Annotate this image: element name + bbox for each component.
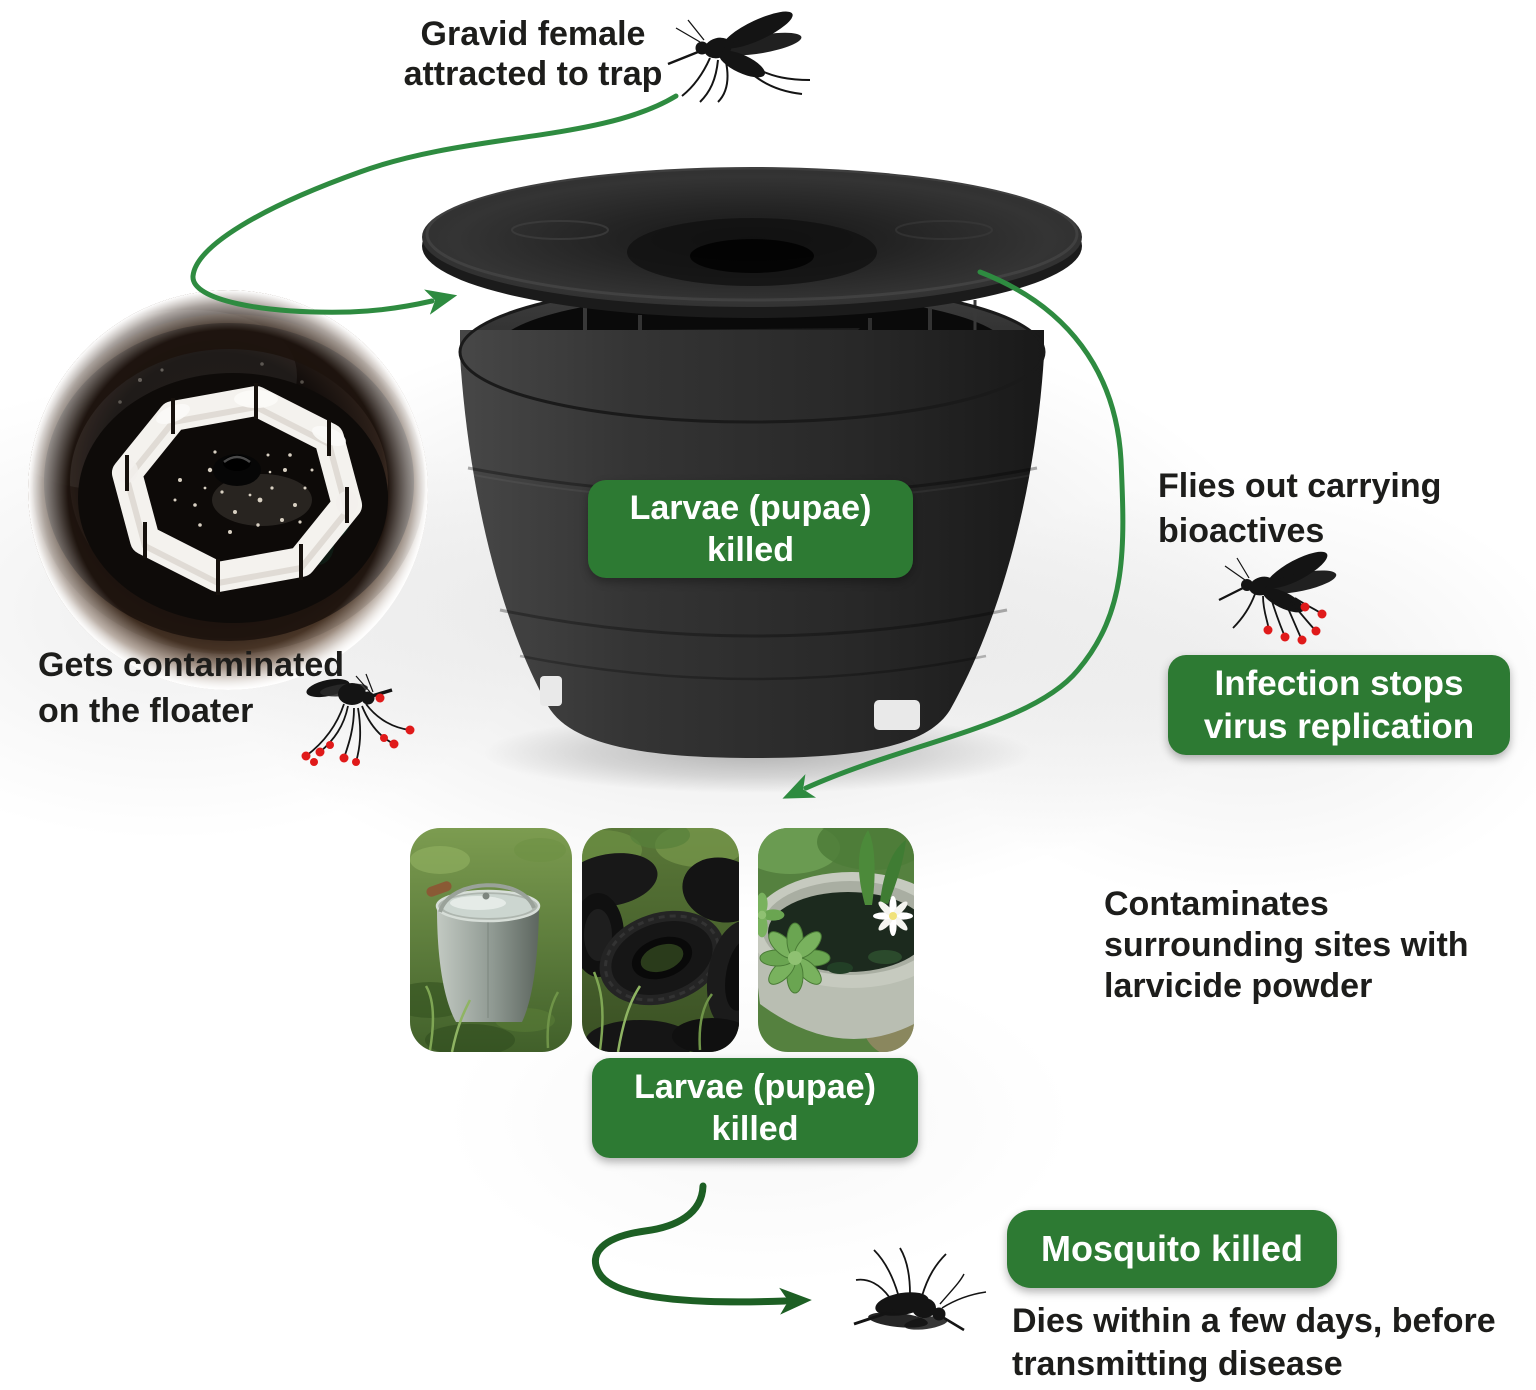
badge-line: Larvae (pupae) (634, 1068, 876, 1106)
caption-line: Contaminates (1104, 885, 1329, 923)
photo-tires (582, 828, 739, 1052)
caption-line: on the floater (38, 692, 254, 730)
arrow-attracted-to-trap (190, 93, 679, 315)
arrow-flies-out-to-sites (782, 269, 1126, 799)
caption-line: Gets contaminated (38, 646, 345, 684)
mosquito-carrying-bioactives-icon (1218, 551, 1337, 645)
floater-photo (28, 290, 428, 690)
caption-line: bioactives (1158, 512, 1325, 550)
caption-dies-within-days: Dies within a few days, before transmitt… (1012, 1300, 1496, 1386)
mosquito-flying-icon (667, 11, 811, 103)
badge-line: Mosquito killed (1040, 1228, 1303, 1269)
mosquito-contaminated-icon (301, 673, 415, 766)
caption-flies-out: Flies out carrying bioactives (1158, 464, 1441, 554)
mosquito-dead-icon (853, 1247, 987, 1332)
badge-mosquito-killed: Mosquito killed (1007, 1210, 1337, 1288)
badge-line: Larvae (pupae) (629, 489, 872, 527)
photo-plant-pot (758, 828, 914, 1052)
caption-line: attracted to trap (403, 55, 663, 93)
badge-line: virus replication (1203, 707, 1475, 746)
caption-line: Dies within a few days, before (1012, 1302, 1496, 1340)
badge-line: killed (711, 1110, 799, 1148)
badge-larvae-killed-trap: Larvae (pupae) killed (588, 480, 913, 578)
caption-line: surrounding sites with (1104, 926, 1469, 964)
badge-line: Infection stops (1214, 664, 1464, 703)
caption-contaminates-sites: Contaminates surrounding sites with larv… (1104, 884, 1469, 1007)
arrow-larvae-to-dead-mosquito (591, 1182, 812, 1315)
water-lily-flower (873, 896, 913, 936)
caption-line: transmitting disease (1012, 1345, 1343, 1383)
photo-water-bucket (410, 828, 572, 1052)
caption-line: larvicide powder (1104, 967, 1373, 1005)
badge-line: killed (707, 531, 794, 569)
water-lettuce-rosette (758, 892, 831, 994)
caption-gets-contaminated: Gets contaminated on the floater (38, 642, 344, 734)
badge-larvae-killed-sites: Larvae (pupae) killed (592, 1058, 918, 1158)
badge-infection-stops: Infection stops virus replication (1168, 655, 1510, 755)
caption-gravid-female: Gravid female attracted to trap (368, 14, 698, 94)
caption-line: Gravid female (420, 15, 646, 53)
caption-line: Flies out carrying (1158, 467, 1442, 505)
